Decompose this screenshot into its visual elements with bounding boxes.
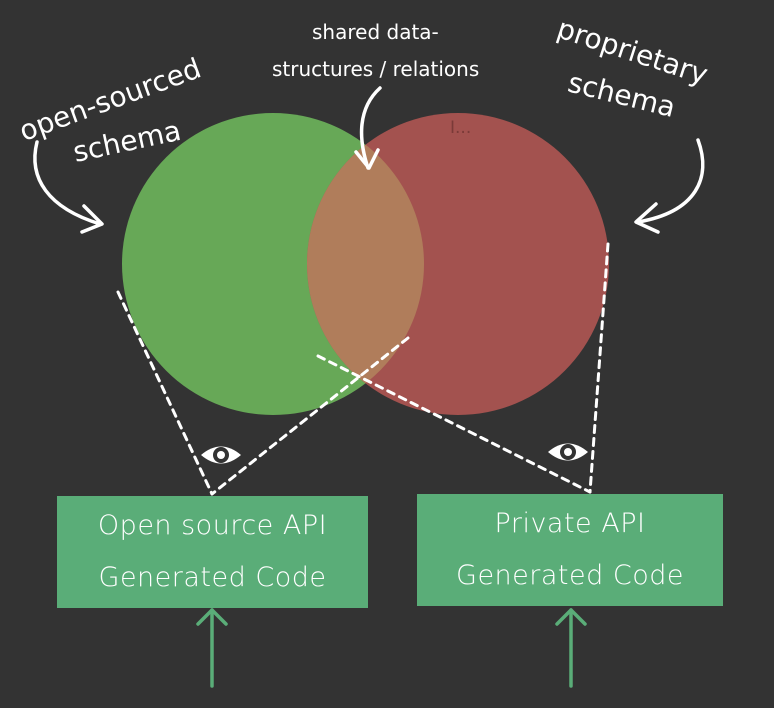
ellipsis-label: I... [450, 118, 471, 138]
open-source-generated-code-label: Generated Code [98, 562, 327, 593]
shared-label-line2: structures / relations [272, 57, 479, 81]
private-generated-code-label: Generated Code [456, 560, 684, 591]
open-source-api-box: Open source API Generated Code [57, 496, 368, 608]
curved-arrow-icon [634, 138, 705, 234]
up-arrow-icon [196, 608, 228, 688]
up-arrow-icon [555, 608, 587, 688]
eye-icon [548, 443, 588, 461]
shared-overlap-region [307, 113, 424, 415]
view-cone-left [116, 290, 410, 496]
view-cone-right [316, 242, 610, 494]
curved-arrow-icon [354, 86, 382, 170]
private-api-box: Private API Generated Code [417, 494, 723, 606]
shared-label-line1: shared data- [312, 20, 439, 44]
open-source-api-label: Open source API [97, 510, 328, 541]
eye-icon [201, 446, 241, 464]
private-api-label: Private API [494, 508, 646, 539]
curved-arrow-icon [33, 140, 104, 234]
